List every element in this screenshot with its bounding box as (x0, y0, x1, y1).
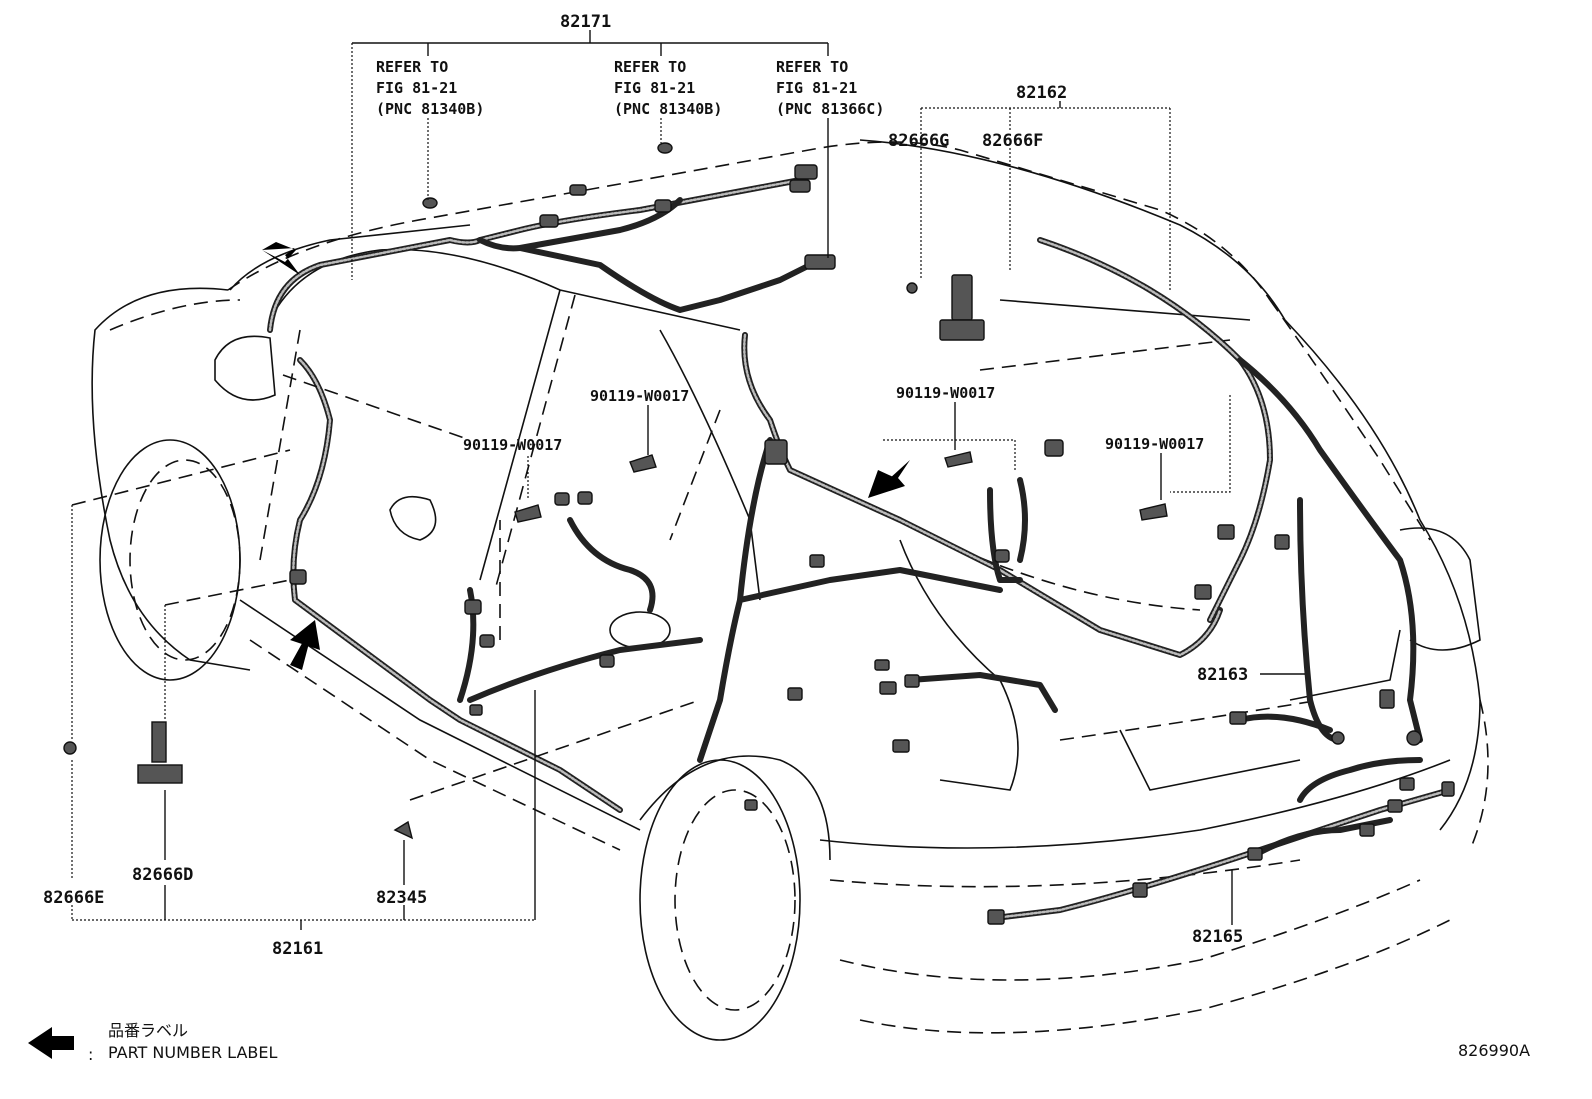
legend: : 品番ラベル PART NUMBER LABEL (28, 1021, 277, 1064)
callout-82162: 82162 (1016, 83, 1067, 103)
callout-bolt-1: 90119-W0017 (590, 387, 689, 405)
leader-lines (71, 30, 1305, 930)
callout-82666G: 82666G (888, 131, 949, 151)
clip-82666E (63, 741, 77, 755)
clip-82666G (906, 282, 918, 294)
ref3-line2: FIG 81-21 (776, 79, 857, 97)
callout-82666F: 82666F (982, 131, 1043, 151)
ref1-line1: REFER TO (376, 58, 448, 76)
callout-bolt-2: 90119-W0017 (463, 436, 562, 454)
harness-82162-center (697, 332, 1223, 811)
clamp-82666D (137, 721, 183, 784)
part-number-label-arrow-icon (28, 1027, 74, 1059)
grommet-82345 (393, 820, 414, 840)
callout-82161: 82161 (272, 939, 323, 959)
callout-labels: 82171 REFER TO FIG 81-21 (PNC 81340B) RE… (43, 12, 1248, 959)
ref3-line1: REFER TO (776, 58, 848, 76)
legend-separator: : (88, 1045, 93, 1064)
callout-bolt-4: 90119-W0017 (1105, 435, 1204, 453)
ref2-line1: REFER TO (614, 58, 686, 76)
callout-82666D: 82666D (132, 865, 193, 885)
callout-82345: 82345 (376, 888, 427, 908)
ref3-line3: (PNC 81366C) (776, 100, 884, 118)
harness-82163-tailgate (1037, 237, 1423, 746)
bolt-icons (514, 451, 1168, 523)
harness-82161-left-side (289, 357, 703, 813)
callout-bolt-3: 90119-W0017 (896, 384, 995, 402)
ref1-line2: FIG 81-21 (376, 79, 457, 97)
harness-82165-bumper (987, 757, 1455, 925)
part-number-label-arrows (262, 242, 910, 670)
legend-label-jp: 品番ラベル (108, 1021, 188, 1040)
callout-82666E: 82666E (43, 888, 104, 908)
vehicle-body-outline (91, 139, 1489, 1041)
callout-82171: 82171 (560, 12, 611, 32)
callout-82165: 82165 (1192, 927, 1243, 947)
figure-code: 826990A (1458, 1041, 1530, 1060)
ref2-line2: FIG 81-21 (614, 79, 695, 97)
clamp-82666F (939, 274, 985, 341)
harness-82171-roof (267, 142, 836, 333)
legend-label-en: PART NUMBER LABEL (108, 1043, 277, 1062)
ref2-line3: (PNC 81340B) (614, 100, 722, 118)
ref1-line3: (PNC 81340B) (376, 100, 484, 118)
callout-82163: 82163 (1197, 665, 1248, 685)
